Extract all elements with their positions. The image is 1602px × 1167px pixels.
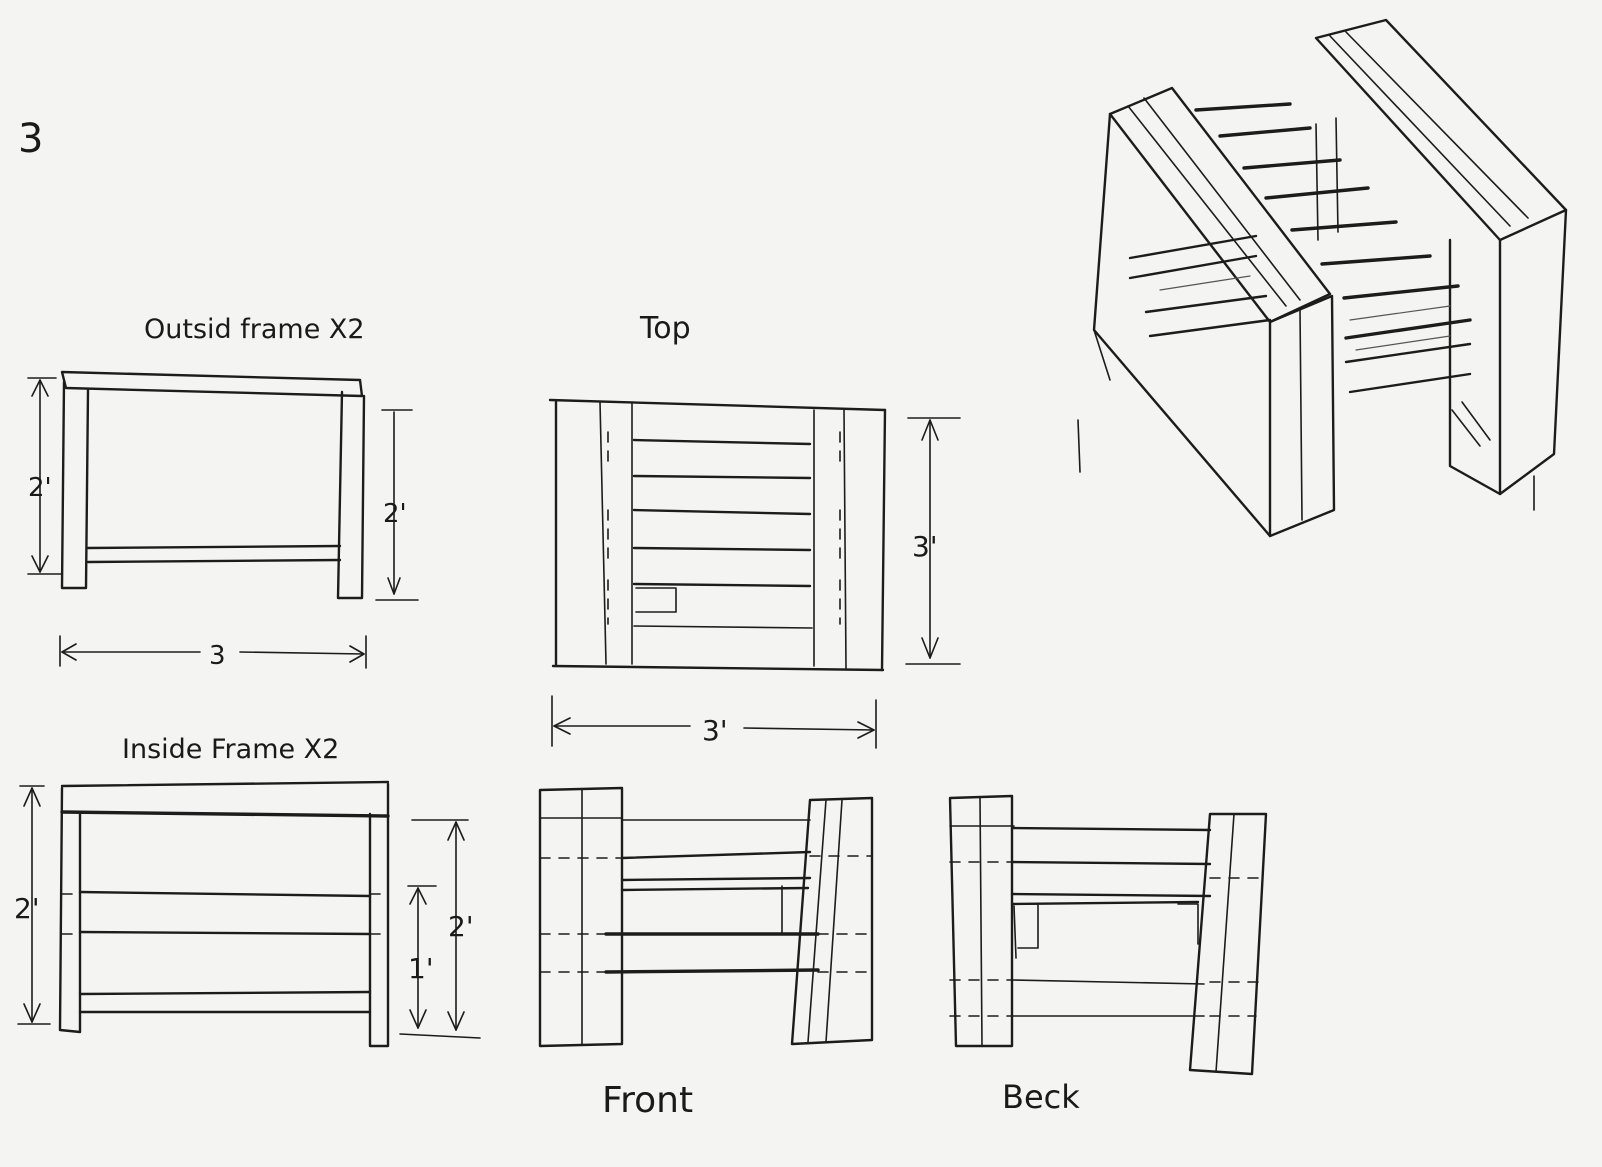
top-depth: 3': [912, 530, 938, 563]
front-view: Front: [538, 786, 874, 1121]
back-view: Beck: [948, 794, 1268, 1116]
front-caption: Front: [602, 1080, 693, 1121]
top-view: Top 3' 3': [548, 311, 961, 749]
back-caption: Beck: [1002, 1078, 1080, 1116]
outside-frame-title: Outsid frame X2: [144, 314, 365, 345]
top-width: 3': [702, 714, 728, 747]
outside-left-height: 2': [28, 473, 52, 503]
outside-right-height: 2': [383, 499, 407, 529]
inside-mid-height: 1': [408, 952, 434, 985]
outside-frame-view: Outsid frame X2 2' 2' 3: [27, 314, 419, 671]
top-title: Top: [639, 311, 691, 346]
page-number: 3: [18, 116, 43, 162]
inside-left-height: 2': [14, 892, 40, 925]
inside-right-height: 2': [448, 910, 474, 943]
inside-frame-view: Inside Frame X2 2' 1' 2': [14, 734, 481, 1048]
perspective-view: [1077, 18, 1568, 538]
inside-frame-title: Inside Frame X2: [122, 734, 339, 765]
outside-width: 3: [209, 641, 226, 671]
